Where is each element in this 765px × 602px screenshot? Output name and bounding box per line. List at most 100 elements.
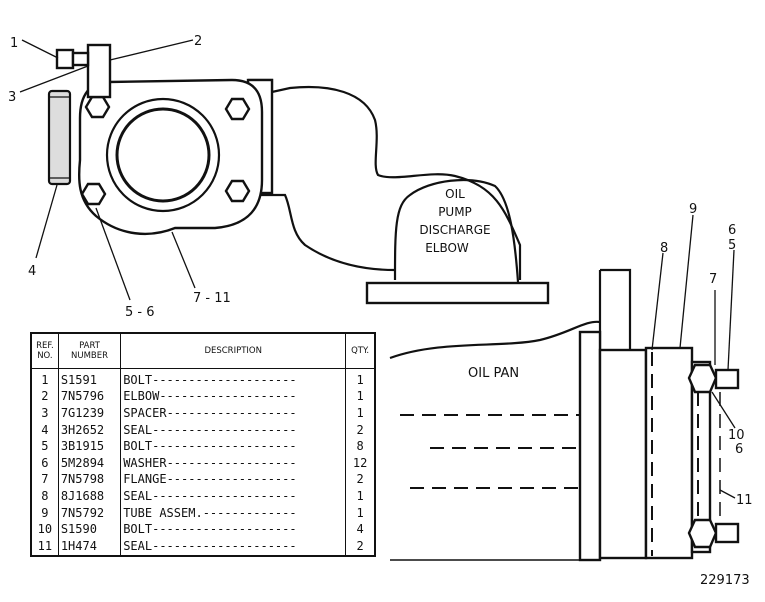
discharge-elbow-base bbox=[365, 178, 550, 305]
qty-cell: 2 bbox=[345, 421, 376, 439]
part-number-cell: 8J1688 bbox=[57, 488, 122, 505]
leader-dashes: ------------------ bbox=[166, 405, 297, 420]
qty-cell: 12 bbox=[345, 454, 376, 472]
ref-cell: 6 bbox=[30, 454, 59, 472]
part-number-cell: S1591 bbox=[57, 368, 122, 389]
qty-cell: 2 bbox=[345, 537, 376, 556]
leader-dashes: ------------------ bbox=[166, 455, 297, 470]
description-cell: BOLT-------------------- bbox=[120, 368, 347, 389]
description-cell: TUBE ASSEM.------------- bbox=[120, 504, 347, 522]
oil-pan-label: OIL PAN bbox=[468, 366, 519, 381]
description-cell: BOLT-------------------- bbox=[120, 521, 347, 538]
ref-cell: 1 bbox=[30, 368, 59, 389]
callout-7: 7 bbox=[709, 272, 717, 287]
ref-cell: 11 bbox=[30, 537, 59, 556]
leader-dashes: -------------------- bbox=[152, 488, 297, 503]
part-number-cell: 7N5796 bbox=[57, 388, 122, 406]
leader-dashes: -------------------- bbox=[152, 372, 297, 387]
ref-cell: 4 bbox=[30, 421, 59, 439]
callout-10: 10 bbox=[728, 428, 745, 443]
leader-lines bbox=[19, 39, 736, 499]
leader-dashes: ------------------- bbox=[159, 389, 297, 404]
qty-cell: 1 bbox=[345, 405, 376, 422]
callout-8: 8 bbox=[660, 241, 668, 256]
ref-cell: 7 bbox=[30, 471, 59, 489]
ref-cell: 10 bbox=[30, 521, 59, 538]
qty-cell: 1 bbox=[345, 504, 376, 522]
description-cell: FLANGE------------------ bbox=[120, 471, 347, 489]
description-cell: WASHER------------------ bbox=[120, 454, 347, 472]
elbow-flange bbox=[47, 43, 522, 280]
part-number-cell: 5M2894 bbox=[57, 454, 122, 472]
leader-dashes: ------------- bbox=[202, 505, 297, 520]
description-cell: ELBOW------------------- bbox=[120, 388, 347, 406]
part-number-cell: 1H474 bbox=[57, 537, 122, 556]
description-cell: SEAL-------------------- bbox=[120, 421, 347, 439]
qty-cell: 1 bbox=[345, 488, 376, 505]
description-cell: BOLT-------------------- bbox=[120, 438, 347, 455]
ref-cell: 8 bbox=[30, 488, 59, 505]
qty-cell: 2 bbox=[345, 471, 376, 489]
qty-cell: 1 bbox=[345, 368, 376, 389]
part-number-cell: 7G1239 bbox=[57, 405, 122, 422]
description-cell: SPACER------------------ bbox=[120, 405, 347, 422]
callout-9: 9 bbox=[689, 202, 697, 217]
oil-pan-section bbox=[389, 268, 740, 562]
leader-dashes: ------------------ bbox=[166, 472, 297, 487]
part-number-cell: 7N5792 bbox=[57, 504, 122, 522]
part-number-cell: 7N5798 bbox=[57, 471, 122, 489]
elbow-label-line3: DISCHARGE bbox=[419, 223, 490, 237]
ref-cell: 9 bbox=[30, 504, 59, 522]
header-qty: QTY. bbox=[345, 332, 376, 369]
ref-cell: 3 bbox=[30, 405, 59, 422]
leader-dashes: -------------------- bbox=[152, 538, 297, 553]
diagram-labels: OIL PUMP DISCHARGE ELBOW OIL PAN 229173 bbox=[419, 187, 749, 588]
callout-6-mid: 6 bbox=[735, 442, 743, 457]
header-ref-no: REF.NO. bbox=[30, 332, 59, 369]
callouts: 1 2 3 4 5 - 6 7 - 11 9 8 6 5 7 10 6 11 bbox=[8, 34, 753, 508]
callout-7-11: 7 - 11 bbox=[193, 291, 231, 306]
callout-2: 2 bbox=[194, 34, 202, 49]
callout-1: 1 bbox=[10, 36, 18, 51]
drawing-number: 229173 bbox=[700, 573, 750, 588]
ref-cell: 5 bbox=[30, 438, 59, 455]
callout-3: 3 bbox=[8, 90, 16, 105]
callout-11: 11 bbox=[736, 493, 753, 508]
description-cell: SEAL-------------------- bbox=[120, 537, 347, 556]
elbow-label-line1: OIL bbox=[445, 187, 465, 201]
callout-5-6: 5 - 6 bbox=[125, 305, 155, 320]
leader-dashes: -------------------- bbox=[152, 439, 297, 454]
callout-4: 4 bbox=[28, 264, 36, 279]
part-number-cell: 3B1915 bbox=[57, 438, 122, 455]
header-description: DESCRIPTION bbox=[120, 332, 347, 369]
ref-cell: 2 bbox=[30, 388, 59, 406]
leader-dashes: -------------------- bbox=[152, 422, 297, 437]
part-number-cell: 3H2652 bbox=[57, 421, 122, 439]
part-number-cell: S1590 bbox=[57, 521, 122, 538]
qty-cell: 4 bbox=[345, 521, 376, 538]
callout-5-top: 5 bbox=[728, 238, 736, 253]
qty-cell: 8 bbox=[345, 438, 376, 455]
elbow-label-line2: PUMP bbox=[438, 205, 472, 219]
callout-6-top: 6 bbox=[728, 223, 736, 238]
elbow-label-line4: ELBOW bbox=[425, 241, 469, 255]
description-cell: SEAL-------------------- bbox=[120, 488, 347, 505]
leader-dashes: -------------------- bbox=[152, 522, 297, 537]
qty-cell: 1 bbox=[345, 388, 376, 406]
